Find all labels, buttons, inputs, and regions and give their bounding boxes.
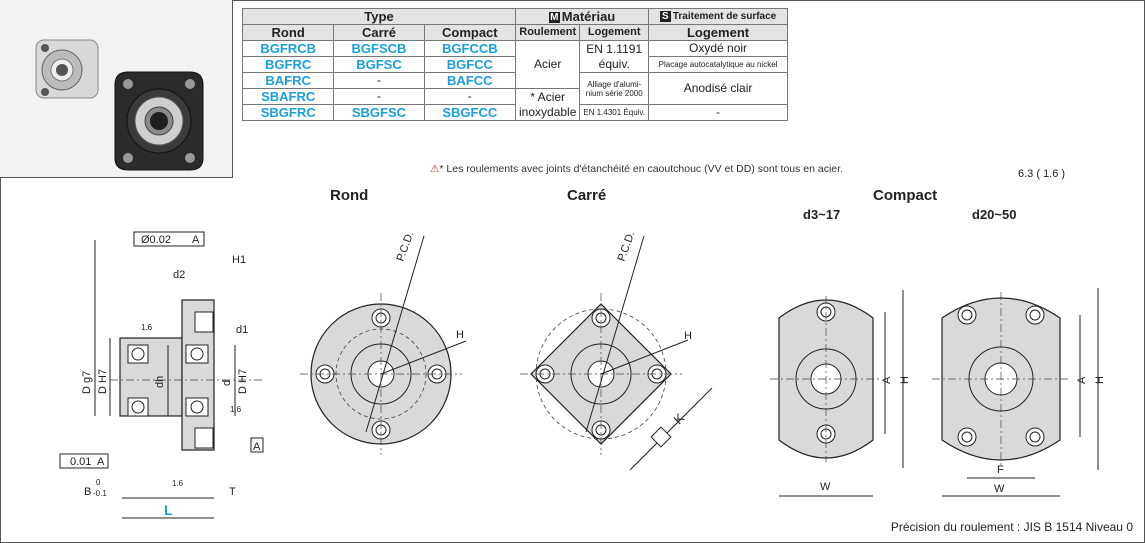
b-tol-low: -0.1 bbox=[93, 489, 107, 498]
compact-large-a-label: A bbox=[1076, 376, 1088, 384]
table-note: ⚠* Les roulements avec joints d'étanchéi… bbox=[430, 163, 843, 175]
b-tol-up: 0 bbox=[96, 478, 101, 487]
part-number: SBGFRC bbox=[241, 104, 335, 121]
label-d2: d2 bbox=[173, 269, 185, 281]
concentricity-datum: A bbox=[192, 234, 200, 246]
roughness-1-6-c: 1.6 bbox=[172, 479, 184, 488]
product-photo bbox=[0, 0, 233, 178]
surface-none: - bbox=[648, 104, 789, 121]
label-b: B bbox=[84, 486, 91, 498]
header-type: Type bbox=[242, 8, 516, 25]
roughness-1-6-b: 1.6 bbox=[230, 405, 242, 414]
surface-letter-icon: S bbox=[659, 10, 671, 22]
label-t: T bbox=[229, 486, 236, 498]
col-compact: Compact bbox=[423, 24, 517, 41]
round-flange-view bbox=[300, 235, 467, 455]
section-view bbox=[59, 231, 264, 519]
part-number: SBGFCC bbox=[423, 104, 517, 121]
housing-alu: Alliage d'alumi-nium série 2000 bbox=[579, 72, 650, 105]
surface-black: Oxydé noir bbox=[648, 40, 789, 57]
perpendicularity-tolerance: 0.01 bbox=[70, 456, 91, 468]
compact-small-view bbox=[770, 290, 904, 497]
round-pcd-label: P.C.D. bbox=[395, 230, 417, 263]
square-k-label: K bbox=[671, 410, 688, 427]
part-number: BAFRC bbox=[241, 72, 335, 89]
round-h-label: H bbox=[456, 329, 464, 341]
label-dg7: D g7 bbox=[81, 371, 93, 394]
compact-large-f-label: F bbox=[997, 464, 1004, 476]
datum-a-label: A bbox=[253, 441, 261, 453]
view-title-round: Rond bbox=[330, 187, 369, 204]
label-dh7-b: D H7 bbox=[237, 369, 249, 394]
label-h1: H1 bbox=[232, 254, 246, 266]
bearing-precision-footnote: Précision du roulement : JIS B 1514 Nive… bbox=[890, 520, 1133, 534]
compact-small-a-label: A bbox=[881, 376, 893, 384]
compact-large-view bbox=[932, 288, 1099, 497]
label-dh7: D H7 bbox=[97, 369, 109, 394]
compact-large-w-label: W bbox=[994, 483, 1005, 495]
view-title-compact: Compact bbox=[873, 187, 938, 204]
surface-anodized: Anodisé clair bbox=[648, 72, 789, 105]
square-flange-view bbox=[520, 235, 713, 471]
col-square: Carré bbox=[333, 24, 425, 41]
concentricity-tolerance: Ø0.02 bbox=[141, 234, 171, 246]
col-housing: Logement bbox=[579, 24, 650, 41]
view-sub-compact-small: d3~17 bbox=[803, 207, 841, 222]
material-letter-icon: M bbox=[548, 12, 560, 24]
view-title-square: Carré bbox=[567, 187, 607, 204]
square-pcd-label: P.C.D. bbox=[616, 230, 638, 263]
warning-icon: ⚠ bbox=[430, 163, 440, 175]
part-number: BGFRCB bbox=[241, 40, 335, 57]
housing-en2: EN 1.4301 Équiv. bbox=[579, 104, 650, 121]
surface-roughness-symbol: 6.3 ( 1.6 ) bbox=[1018, 168, 1066, 180]
label-d: d bbox=[221, 380, 233, 386]
roughness-1-6-a: 1.6 bbox=[141, 323, 153, 332]
part-number: SBGFSC bbox=[333, 104, 425, 121]
compact-small-w-label: W bbox=[820, 481, 831, 493]
label-l: L bbox=[164, 502, 173, 518]
label-dh: dh bbox=[154, 376, 166, 388]
label-d1: d1 bbox=[236, 324, 248, 336]
col-bearing: Roulement bbox=[514, 24, 581, 41]
compact-small-h-label: H bbox=[899, 376, 911, 384]
perpendicularity-datum: A bbox=[97, 456, 105, 468]
compact-large-h-label: H bbox=[1094, 376, 1106, 384]
square-h-label: H bbox=[684, 330, 692, 342]
view-sub-compact-large: d20~50 bbox=[972, 207, 1017, 222]
product-photo-illustration bbox=[35, 39, 204, 171]
